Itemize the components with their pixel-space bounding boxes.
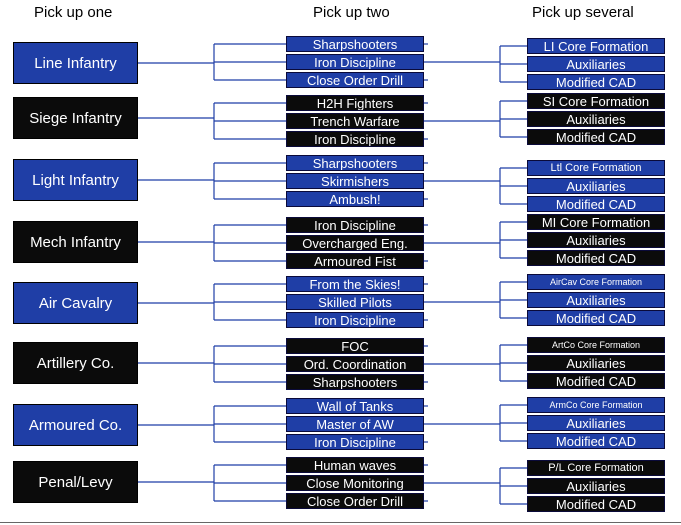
option-light-infantry-3: Ambush! [286,191,424,207]
option-siege-infantry-1: H2H Fighters [286,95,424,111]
option-armoured-co-2: Master of AW [286,416,424,432]
unit-line-infantry: Line Infantry [13,42,138,84]
option-air-cavalry-2: Skilled Pilots [286,294,424,310]
option-mech-infantry-1: Iron Discipline [286,217,424,233]
option-mech-infantry-3: Armoured Fist [286,253,424,269]
option-mech-infantry-2: Overcharged Eng. [286,235,424,251]
option-artillery-co-1: FOC [286,338,424,354]
several-siege-infantry-2: Auxiliaries [527,111,665,127]
several-siege-infantry-3: Modified CAD [527,129,665,145]
option-armoured-co-1: Wall of Tanks [286,398,424,414]
option-penal-levy-1: Human waves [286,457,424,473]
several-light-infantry-1: Ltl Core Formation [527,160,665,176]
unit-air-cavalry: Air Cavalry [13,282,138,324]
several-mech-infantry-1: MI Core Formation [527,214,665,230]
unit-artillery-co: Artillery Co. [13,342,138,384]
option-artillery-co-2: Ord. Coordination [286,356,424,372]
option-siege-infantry-3: Iron Discipline [286,131,424,147]
several-penal-levy-1: P/L Core Formation [527,460,665,476]
option-light-infantry-2: Skirmishers [286,173,424,189]
header-pick-up-several: Pick up several [532,4,634,21]
option-penal-levy-2: Close Monitoring [286,475,424,491]
several-air-cavalry-3: Modified CAD [527,310,665,326]
several-line-infantry-3: Modified CAD [527,74,665,90]
several-line-infantry-1: LI Core Formation [527,38,665,54]
option-line-infantry-3: Close Order Drill [286,72,424,88]
option-siege-infantry-2: Trench Warfare [286,113,424,129]
several-air-cavalry-1: AirCav Core Formation [527,274,665,290]
bottom-divider [0,522,681,523]
unit-light-infantry: Light Infantry [13,159,138,201]
several-line-infantry-2: Auxiliaries [527,56,665,72]
option-penal-levy-3: Close Order Drill [286,493,424,509]
several-penal-levy-3: Modified CAD [527,496,665,512]
several-armoured-co-1: ArmCo Core Formation [527,397,665,413]
option-armoured-co-3: Iron Discipline [286,434,424,450]
option-air-cavalry-1: From the Skies! [286,276,424,292]
several-artillery-co-2: Auxiliaries [527,355,665,371]
several-armoured-co-2: Auxiliaries [527,415,665,431]
option-air-cavalry-3: Iron Discipline [286,312,424,328]
several-light-infantry-3: Modified CAD [527,196,665,212]
several-mech-infantry-3: Modified CAD [527,250,665,266]
option-line-infantry-2: Iron Discipline [286,54,424,70]
header-pick-up-two: Pick up two [313,4,390,21]
unit-mech-infantry: Mech Infantry [13,221,138,263]
several-light-infantry-2: Auxiliaries [527,178,665,194]
option-line-infantry-1: Sharpshooters [286,36,424,52]
several-artillery-co-1: ArtCo Core Formation [527,337,665,353]
several-siege-infantry-1: SI Core Formation [527,93,665,109]
unit-armoured-co: Armoured Co. [13,404,138,446]
several-penal-levy-2: Auxiliaries [527,478,665,494]
several-air-cavalry-2: Auxiliaries [527,292,665,308]
unit-penal-levy: Penal/Levy [13,461,138,503]
option-light-infantry-1: Sharpshooters [286,155,424,171]
unit-siege-infantry: Siege Infantry [13,97,138,139]
several-mech-infantry-2: Auxiliaries [527,232,665,248]
option-artillery-co-3: Sharpshooters [286,374,424,390]
header-pick-up-one: Pick up one [34,4,113,21]
several-artillery-co-3: Modified CAD [527,373,665,389]
several-armoured-co-3: Modified CAD [527,433,665,449]
